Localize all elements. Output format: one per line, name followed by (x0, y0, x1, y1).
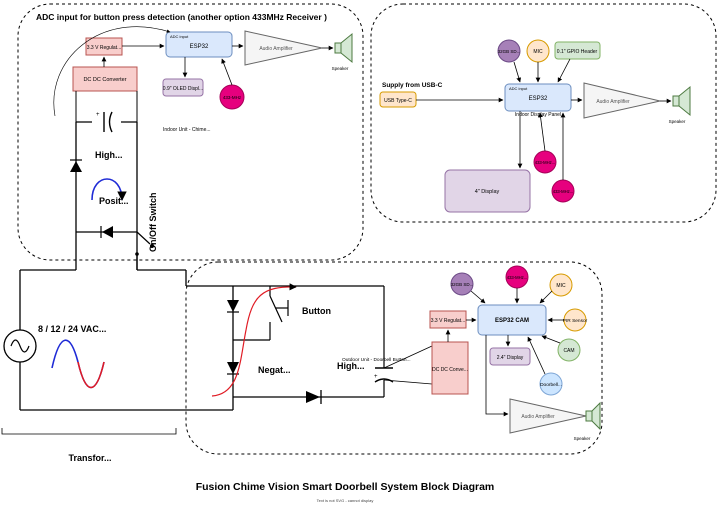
display-supply-label: Supply from USB-C (382, 82, 443, 89)
chime-header: ADC input for button press detection (an… (36, 12, 327, 22)
negative-label: Negat... (258, 365, 291, 375)
display-usb-label: USB Type-C (384, 98, 412, 104)
svg-text:+: + (96, 112, 100, 118)
chime-esp32 (165, 31, 233, 58)
chime-oled-label: 0.9" OLED Displ... (163, 86, 203, 92)
outdoor-doorbell-label: Doorbell... (540, 382, 562, 388)
svg-text:+: + (374, 374, 378, 380)
outdoor-speaker-icon (585, 401, 601, 431)
outdoor-cam-label: CAM (563, 348, 574, 354)
high-bottom-label: High... (337, 361, 365, 371)
chime-esp32-label: ESP32 (190, 44, 209, 50)
high-top-label: High... (95, 150, 123, 160)
outdoor-unit-label: Outdoor Unit - Doorbell Button... (342, 357, 411, 363)
outdoor-pir-label: PIR Sensor (563, 318, 588, 324)
chime-regulator (85, 37, 123, 56)
diode-upper-icon (227, 300, 239, 312)
outdoor-mic (549, 273, 573, 297)
diagram-title: Fusion Chime Vision Smart Doorbell Syste… (196, 481, 495, 493)
vac-label: 8 / 12 / 24 VAC... (38, 324, 106, 334)
display-usb (379, 91, 417, 108)
diode-left-icon (70, 161, 82, 172)
diode-output-icon (306, 391, 320, 403)
outdoor-sd (450, 272, 474, 296)
indoor-chime-container (17, 3, 364, 261)
outdoor-unit-container (185, 261, 603, 455)
outdoor-speaker-label: Speaker (574, 436, 591, 441)
outdoor-amplifier (509, 398, 587, 434)
chime-adc-label: ADC input (170, 34, 189, 39)
outdoor-regulator-label: 3.3 V Regulat... (431, 318, 465, 324)
chime-speaker-icon (334, 32, 353, 64)
display-speaker-icon (672, 85, 691, 117)
outdoor-amplifier-label: Audio Amplifier (521, 414, 555, 420)
display-panel-label: Indoor Display Panel (515, 112, 561, 118)
outdoor-doorbell (539, 372, 563, 396)
chime-speaker-label: Speaker (332, 66, 349, 71)
outdoor-display (489, 347, 531, 366)
positive-wave (91, 178, 127, 201)
outdoor-esp32cam-label: ESP32 CAM (495, 318, 529, 324)
diode-bottom-icon (102, 226, 113, 238)
ac-source-icon (3, 329, 37, 363)
chime-amplifier (244, 30, 323, 66)
display-433-b-label: 433-MHz... (553, 189, 573, 194)
indoor-display-container (370, 3, 717, 223)
outdoor-regulator (429, 310, 467, 329)
footer-note: Text is not SVG - cannot display (317, 498, 374, 503)
display-gpio-label: 0.1" GPIO Header (557, 49, 598, 55)
chime-unit-label: Indoor Unit - Chime... (163, 127, 211, 133)
display-sd (497, 39, 521, 63)
display-adc-label: ADC input (509, 86, 528, 91)
output-capacitor-icon: + (374, 367, 394, 383)
capacitor-icon: + (92, 111, 121, 133)
chime-regulator-label: 3.3 V Regulat... (87, 45, 121, 51)
diode-lower-icon (227, 362, 239, 374)
display-4inch (444, 169, 531, 213)
display-sd-label: 32GB SD... (498, 49, 521, 54)
button-label: Button (302, 306, 331, 316)
onoff-switch-label: On/Off Switch (148, 193, 158, 253)
outdoor-dcdc-label: DC DC Conve... (432, 367, 468, 373)
chime-dcdc-label: DC DC Converter (83, 77, 126, 83)
positive-label: Posit... (99, 196, 129, 206)
outdoor-esp32cam (477, 304, 547, 336)
outdoor-cam (557, 338, 581, 362)
display-amplifier (583, 82, 661, 119)
chime-oled (162, 78, 204, 97)
display-4inch-label: 4" Display (475, 189, 500, 195)
display-amplifier-label: Audio Amplifier (596, 99, 630, 105)
display-speaker-label: Speaker (669, 119, 686, 124)
display-433-a-label: 433-MHz... (535, 160, 555, 165)
display-mic-label: MIC (533, 49, 543, 55)
outdoor-mic-label: MIC (556, 283, 566, 289)
outdoor-dcdc (431, 341, 469, 395)
chime-amplifier-label: Audio Amplifier (259, 46, 293, 52)
transformer-label: Transfor... (68, 453, 111, 463)
display-esp32-label: ESP32 (529, 96, 548, 102)
chime-433mhz-label: 433-MHz (223, 95, 242, 100)
display-esp32 (504, 83, 572, 112)
chime-dcdc (72, 66, 138, 92)
outdoor-display-label: 2.4" Display (497, 355, 524, 361)
signal-path (211, 283, 297, 397)
outdoor-sd-label: 32GB SD... (451, 282, 474, 287)
display-gpio (554, 41, 601, 60)
outdoor-433-label: 433-MHz... (507, 275, 527, 280)
